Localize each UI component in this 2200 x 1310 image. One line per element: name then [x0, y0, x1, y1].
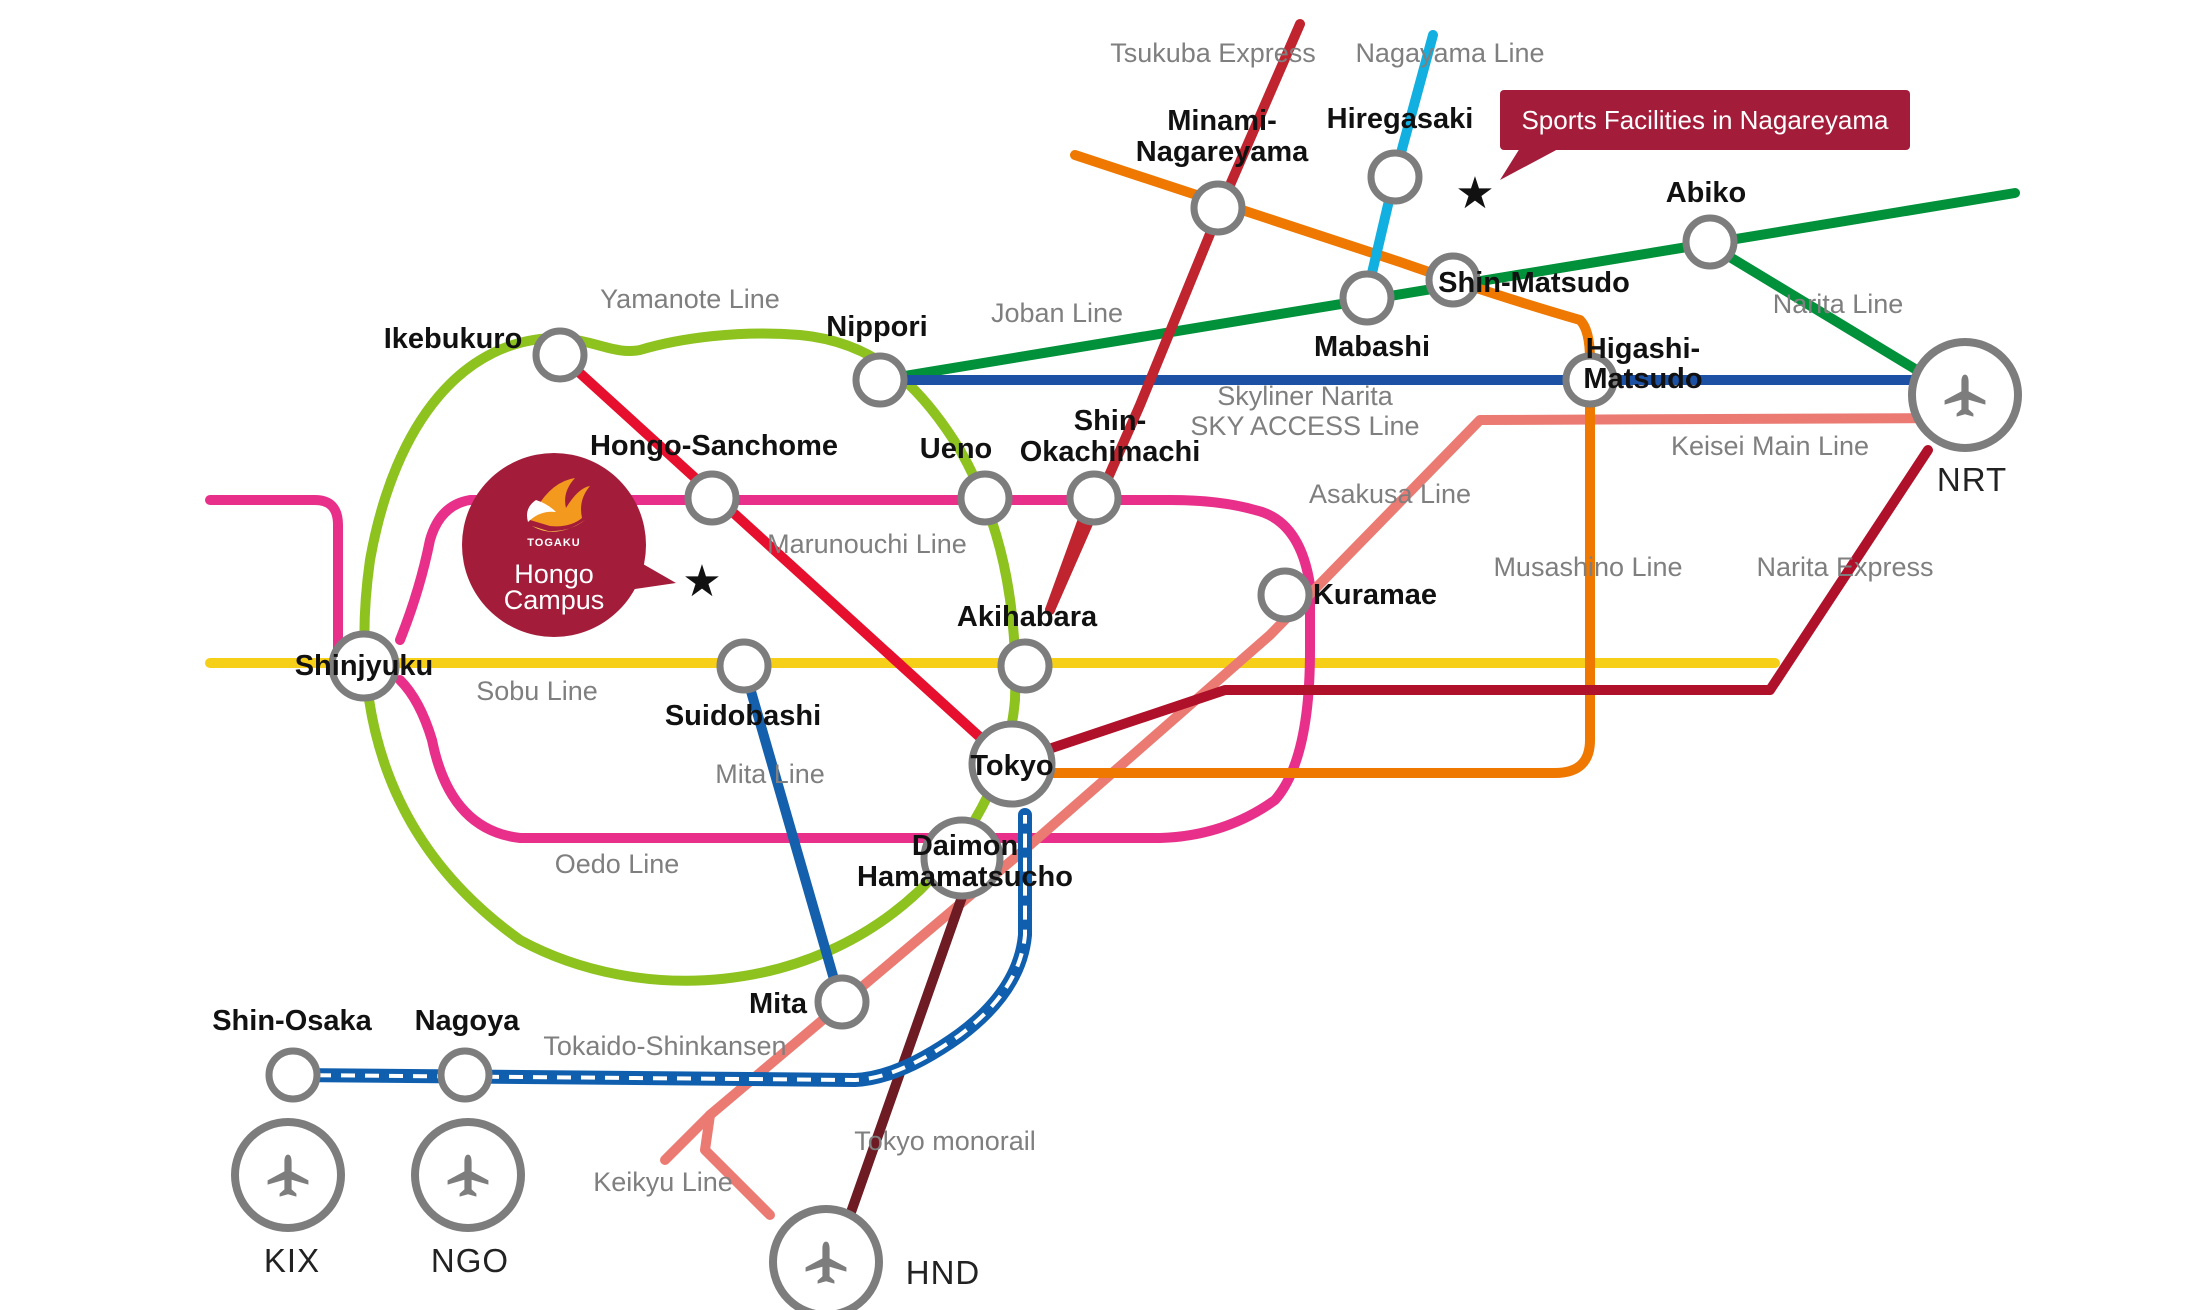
station-tokyo[interactable]: [968, 720, 1056, 808]
station-label-shin-matsudo: Shin-Matsudo: [1438, 267, 1630, 299]
station-minami-nagareyama[interactable]: [1190, 180, 1246, 236]
label-yamanote-line: Yamanote Line: [600, 284, 780, 314]
label-joban-line: Joban Line: [991, 298, 1123, 328]
label-mita-line: Mita Line: [715, 759, 825, 789]
callout-box: [1500, 90, 1910, 150]
label-oedo-line: Oedo Line: [555, 849, 680, 879]
airports-layer: [231, 338, 2022, 1310]
keikyu-line: [660, 1110, 715, 1165]
station-suidobashi[interactable]: [716, 638, 772, 694]
station-label-abiko: Abiko: [1666, 177, 1747, 209]
label-tokyo-monorail: Tokyo monorail: [854, 1126, 1036, 1156]
station-label-nagoya: Nagoya: [415, 1005, 521, 1037]
station-label-ueno: Ueno: [920, 433, 993, 465]
station-shin-okachimachi[interactable]: [1066, 470, 1122, 526]
airport-labels-layer: NRT KIX NGO HND: [264, 461, 2007, 1291]
station-label-mita: Mita: [749, 988, 808, 1020]
station-label-shin-osaka: Shin-Osaka: [212, 1005, 372, 1037]
station-label-higashi-matsudo: Higashi-Matsudo: [1583, 333, 1702, 395]
campus-star: ★: [682, 556, 721, 607]
campus-logo-text: TOGAKU: [527, 537, 580, 549]
label-narita-express: Narita Express: [1756, 552, 1933, 582]
campus-pointer: [628, 560, 676, 590]
station-kuramae[interactable]: [1257, 567, 1313, 623]
tokaido-shinkansen-dashes: [292, 815, 1027, 1083]
station-hiregasaki[interactable]: [1367, 149, 1423, 205]
airport-label-kix: KIX: [264, 1242, 320, 1279]
label-asakusa-line: Asakusa Line: [1309, 479, 1471, 509]
station-ueno[interactable]: [957, 470, 1013, 526]
narita-express-line: [1005, 445, 1933, 767]
station-shinjyuku[interactable]: [328, 630, 400, 702]
station-daimon[interactable]: [920, 816, 1004, 900]
station-abiko[interactable]: [1682, 214, 1738, 270]
label-nagayama-line: Nagayama Line: [1355, 38, 1544, 68]
station-label-akihabara: Akihabara: [957, 601, 1098, 633]
station-nagoya[interactable]: [437, 1047, 493, 1103]
station-label-shinjyuku: Shinjyuku: [295, 650, 434, 682]
oedo-line: [205, 494, 1315, 843]
label-sobu-line: Sobu Line: [476, 676, 598, 706]
station-mabashi[interactable]: [1339, 270, 1395, 326]
station-label-minami-nagareyama: Minami-Nagareyama: [1136, 105, 1309, 168]
station-label-tokyo: Tokyo: [970, 750, 1053, 782]
airport-label-hnd: HND: [906, 1254, 981, 1291]
station-label-ikebukuro: Ikebukuro: [384, 323, 523, 355]
station-nippori[interactable]: [852, 352, 908, 408]
label-keikyu-line: Keikyu Line: [593, 1167, 733, 1197]
station-label-suidobashi: Suidobashi: [665, 700, 821, 732]
campus-circle: [462, 453, 646, 637]
callout-star: ★: [1455, 168, 1494, 219]
station-label-nippori: Nippori: [826, 311, 928, 343]
sports-facilities-callout[interactable]: Sports Facilities in Nagareyama ★: [1455, 90, 1910, 219]
station-shin-osaka[interactable]: [265, 1047, 321, 1103]
station-shin-matsudo[interactable]: [1425, 252, 1481, 308]
airport-hnd[interactable]: [769, 1205, 883, 1310]
airport-ngo[interactable]: [411, 1118, 525, 1232]
station-label-mabashi: Mabashi: [1314, 331, 1430, 363]
station-higashi-matsudo[interactable]: [1562, 352, 1618, 408]
station-hongo-sanchome[interactable]: [684, 470, 740, 526]
station-label-hiregasaki: Hiregasaki: [1327, 103, 1474, 135]
tokyo-monorail-line: [845, 855, 980, 1220]
callout-pointer: [1500, 148, 1560, 180]
airport-nrt[interactable]: [1908, 338, 2022, 452]
label-narita-line: Narita Line: [1773, 289, 1904, 319]
line-labels-layer: Yamanote Line Joban Line Skyliner Narita…: [476, 38, 1933, 1197]
label-musashino-line: Musashino Line: [1493, 552, 1682, 582]
stations-layer: [265, 149, 1738, 1103]
station-label-kuramae: Kuramae: [1313, 579, 1437, 611]
togaku-logo-icon: [527, 478, 590, 532]
label-tokaido-shinkansen: Tokaido-Shinkansen: [543, 1031, 786, 1061]
label-tsukuba-express: Tsukuba Express: [1110, 38, 1316, 68]
station-label-shin-okachimachi: Shin-Okachimachi: [1020, 405, 1201, 468]
airport-label-ngo: NGO: [431, 1242, 509, 1279]
airport-kix[interactable]: [231, 1118, 345, 1232]
station-labels-layer: Ikebukuro Nippori Hongo-Sanchome Ueno Sh…: [212, 103, 1746, 1037]
station-mita[interactable]: [814, 974, 870, 1030]
label-keisei-main-line: Keisei Main Line: [1671, 431, 1869, 461]
airport-label-nrt: NRT: [1937, 461, 2007, 498]
marunouchi-line: [555, 350, 1010, 765]
station-ikebukuro[interactable]: [532, 327, 588, 383]
station-akihabara[interactable]: [997, 638, 1053, 694]
label-marunouchi-line: Marunouchi Line: [767, 529, 967, 559]
mita-line: [739, 662, 845, 1005]
station-label-hongo-sanchome: Hongo-Sanchome: [590, 430, 838, 462]
callout-text: Sports Facilities in Nagareyama: [1521, 105, 1889, 135]
